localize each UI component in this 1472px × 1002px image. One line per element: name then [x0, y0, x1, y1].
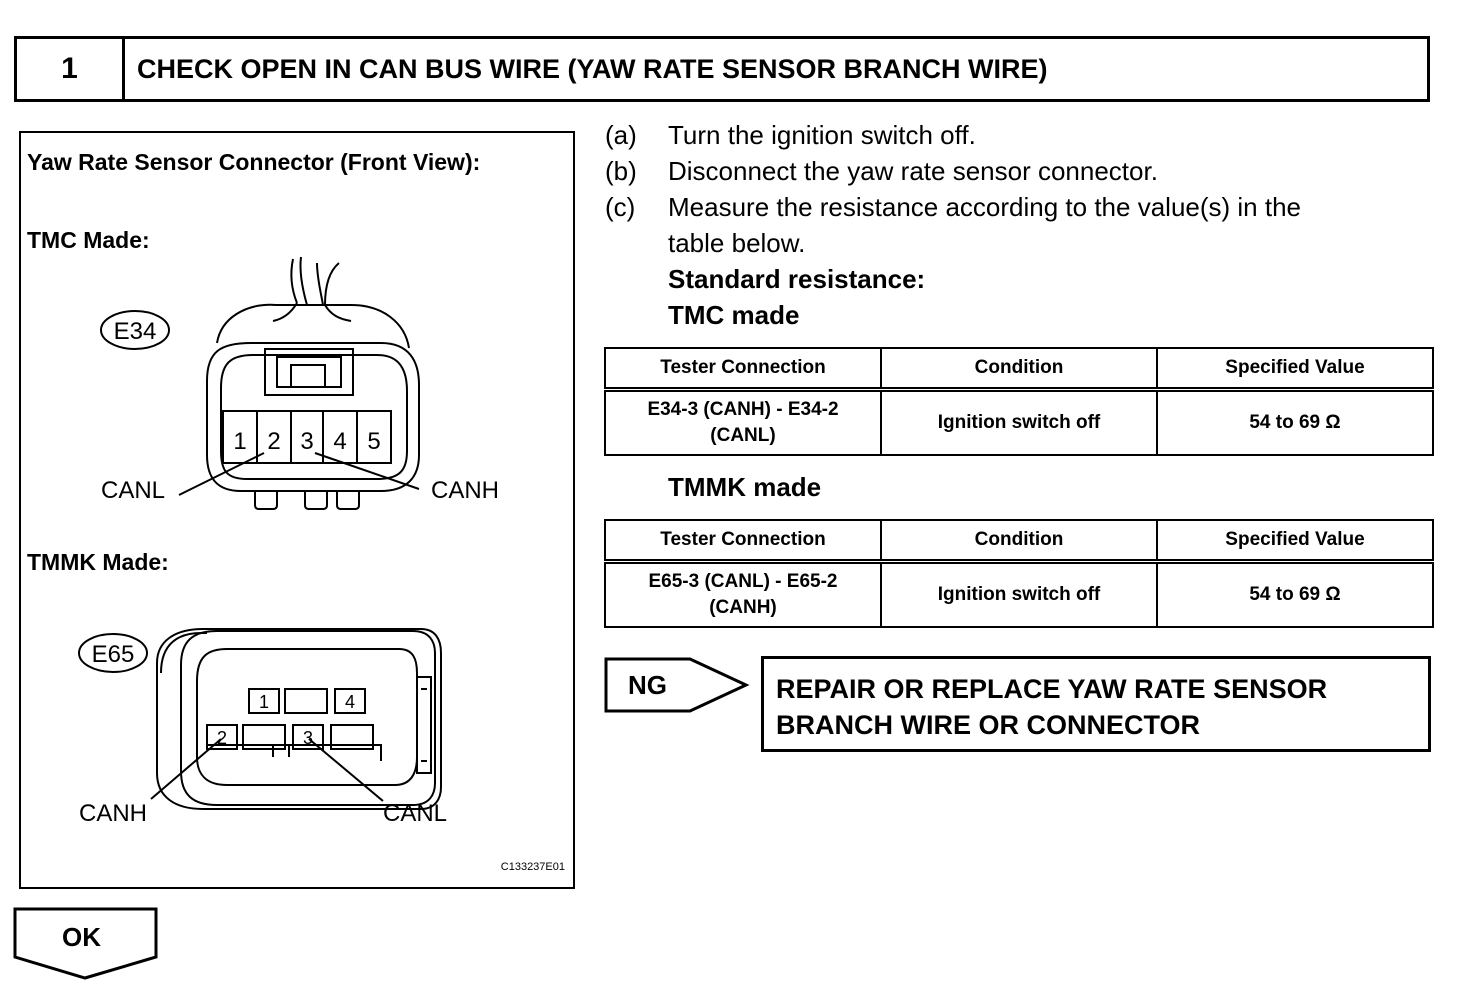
e34-pin-2: 2 — [267, 428, 280, 455]
column-header-tester-connection: Tester Connection — [604, 347, 882, 392]
connector-figure: E34 1 2 3 4 5 CANL CANH — [19, 131, 575, 889]
e65-pin-1: 1 — [259, 692, 269, 712]
latch-slot — [290, 364, 326, 388]
latch-outline — [264, 348, 354, 396]
housing-inner-outline — [196, 648, 418, 786]
wire-line — [324, 304, 352, 322]
wire-line — [316, 262, 324, 306]
wire-line — [299, 256, 308, 306]
ok-label: OK — [62, 922, 101, 952]
e34-id-ellipse — [100, 310, 170, 350]
e65-cavity-4 — [334, 688, 366, 714]
e34-pin-4: 4 — [333, 428, 346, 455]
tmc-made-heading: TMC made — [668, 300, 800, 330]
housing-inner-outline — [220, 354, 408, 480]
table-row: E34-3 (CANH) - E34-2 (CANL) Ignition swi… — [604, 388, 1434, 456]
connection-line-2: (CANH) — [709, 597, 777, 618]
instruction-text-b: Disconnect the yaw rate sensor connector… — [668, 156, 1158, 186]
ng-result-line-1: REPAIR OR REPLACE YAW RATE SENSOR — [776, 674, 1328, 704]
ng-result-line-2: BRANCH WIRE OR CONNECTOR — [776, 710, 1200, 740]
housing-outline — [206, 342, 420, 492]
tmc-spec-table: Tester Connection Condition Specified Va… — [604, 347, 1434, 456]
housing-outline — [216, 303, 410, 349]
cell-tester-connection: E34-3 (CANH) - E34-2 (CANL) — [604, 388, 882, 456]
instruction-text-a: Turn the ignition switch off. — [668, 120, 976, 150]
cell-tester-connection: E65-3 (CANL) - E65-2 (CANH) — [604, 560, 882, 628]
e65-id-label: E65 — [92, 641, 135, 668]
e65-pin-3: 3 — [303, 728, 313, 748]
canh-callout-line — [314, 452, 420, 490]
tmc-connector-drawing — [100, 256, 420, 510]
tmmk-spec-table: Tester Connection Condition Specified Va… — [604, 519, 1434, 628]
column-header-specified-value: Specified Value — [1156, 519, 1434, 564]
cell-condition: Ignition switch off — [880, 560, 1158, 628]
pin-block — [222, 410, 392, 464]
instruction-text-c-continued: table below. — [668, 228, 806, 258]
e34-id-label: E34 — [114, 318, 157, 345]
ok-arrow — [13, 907, 158, 980]
connection-line-1: E34-3 (CANH) - E34-2 — [647, 399, 839, 420]
ng-result-box: REPAIR OR REPLACE YAW RATE SENSOR BRANCH… — [761, 656, 1431, 752]
ng-arrow — [604, 657, 750, 713]
standard-resistance-label: Standard resistance: — [668, 264, 926, 294]
column-header-condition: Condition — [880, 519, 1158, 564]
column-header-specified-value: Specified Value — [1156, 347, 1434, 392]
tmmk-connector-drawing — [78, 628, 442, 810]
tmmk-made-heading: TMMK made — [668, 472, 822, 502]
e34-pin-1: 1 — [233, 428, 246, 455]
column-header-condition: Condition — [880, 347, 1158, 392]
e65-cavity-1 — [248, 688, 280, 714]
tmc-made-label: TMC Made: — [27, 227, 150, 253]
e34-canh-callout: CANH — [431, 477, 499, 504]
step-title: CHECK OPEN IN CAN BUS WIRE (YAW RATE SEN… — [137, 53, 1048, 84]
connector-drawings: E34 1 2 3 4 5 CANL CANH — [78, 256, 499, 827]
instruction-letter-b: (b) — [605, 156, 637, 186]
tmmk-made-label: TMMK Made: — [27, 549, 169, 575]
table-row: E65-3 (CANL) - E65-2 (CANH) Ignition swi… — [604, 560, 1434, 628]
cell-condition: Ignition switch off — [880, 388, 1158, 456]
figure-code: C133237E01 — [500, 861, 565, 873]
instruction-text-c: Measure the resistance according to the … — [668, 192, 1302, 222]
e65-pin-4: 4 — [345, 692, 355, 712]
table-header-row: Tester Connection Condition Specified Va… — [604, 347, 1434, 392]
table-header-row: Tester Connection Condition Specified Va… — [604, 519, 1434, 564]
connection-line-2: (CANL) — [710, 425, 776, 446]
e34-pin-5: 5 — [367, 428, 380, 455]
canl-callout-line — [308, 738, 384, 802]
e34-pin-3: 3 — [300, 428, 313, 455]
connection-line-1: E65-3 (CANL) - E65-2 — [648, 571, 838, 592]
latch-inner — [276, 356, 342, 388]
housing-outline — [180, 630, 436, 806]
cell-specified-value: 54 to 69 Ω — [1156, 560, 1434, 628]
ng-label: NG — [628, 670, 667, 700]
wire-line — [324, 262, 340, 306]
e65-cavity-2 — [206, 724, 238, 750]
housing-outer-outline — [156, 628, 442, 810]
e65-canh-callout: CANH — [79, 800, 147, 827]
e34-canl-callout: CANL — [101, 477, 165, 504]
e65-canl-callout: CANL — [383, 800, 447, 827]
figure-title: Yaw Rate Sensor Connector (Front View): — [27, 149, 481, 175]
instruction-letter-c: (c) — [605, 192, 636, 222]
e65-cavity-3 — [292, 724, 324, 750]
canl-callout-line — [178, 452, 265, 496]
wire-line — [290, 258, 298, 304]
step-number: 1 — [17, 39, 125, 99]
cell-specified-value: 54 to 69 Ω — [1156, 388, 1434, 456]
e65-id-ellipse — [78, 633, 148, 673]
column-header-tester-connection: Tester Connection — [604, 519, 882, 564]
instruction-letter-a: (a) — [605, 120, 637, 150]
canh-callout-line — [150, 738, 222, 800]
step-header: 1 CHECK OPEN IN CAN BUS WIRE (YAW RATE S… — [14, 36, 1430, 102]
e65-pin-2: 2 — [217, 728, 227, 748]
